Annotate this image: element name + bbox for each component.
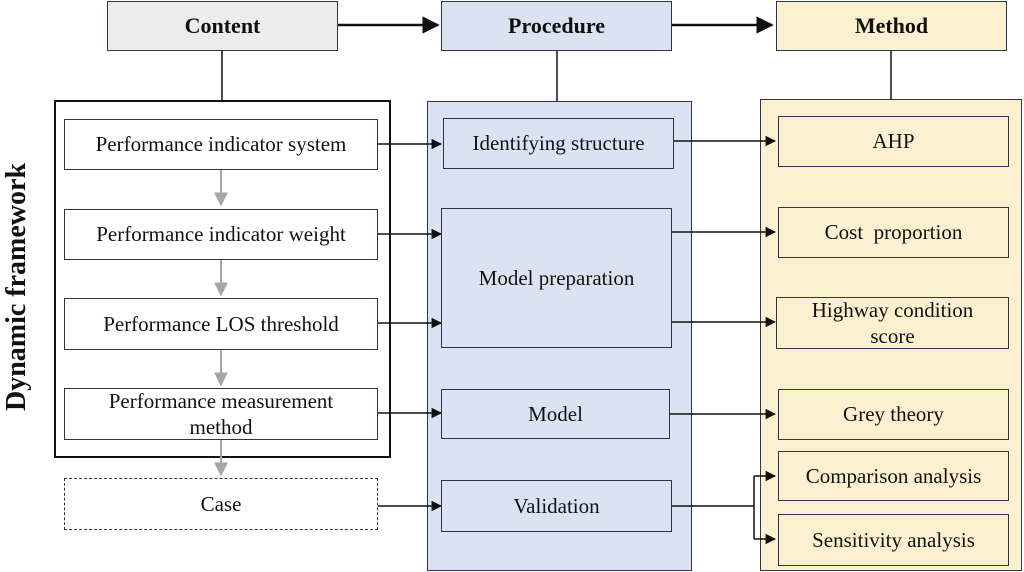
procedure-validation: Validation [441, 480, 672, 532]
method-comparison-analysis: Comparison analysis [778, 451, 1009, 501]
content-case: Case [64, 478, 378, 530]
framework-title: Dynamic framework [1, 162, 32, 412]
content-header: Content [107, 1, 338, 51]
content-indicator-weight: Performance indicator weight [64, 209, 378, 260]
procedure-model: Model [441, 389, 670, 439]
method-ahp: AHP [778, 116, 1009, 167]
content-los-threshold: Performance LOS threshold [64, 298, 378, 350]
method-header: Method [776, 1, 1007, 51]
method-sensitivity-analysis: Sensitivity analysis [778, 514, 1009, 566]
procedure-model-preparation: Model preparation [441, 208, 672, 348]
method-cost-proportion: Cost proportion [778, 207, 1009, 258]
procedure-identifying-structure: Identifying structure [443, 118, 674, 169]
method-highway-condition-score: Highway condition score [776, 297, 1009, 349]
content-indicator-system: Performance indicator system [64, 119, 378, 170]
content-measurement-method: Performance measurement method [64, 388, 378, 440]
procedure-header: Procedure [441, 1, 672, 51]
method-grey-theory: Grey theory [778, 389, 1009, 440]
